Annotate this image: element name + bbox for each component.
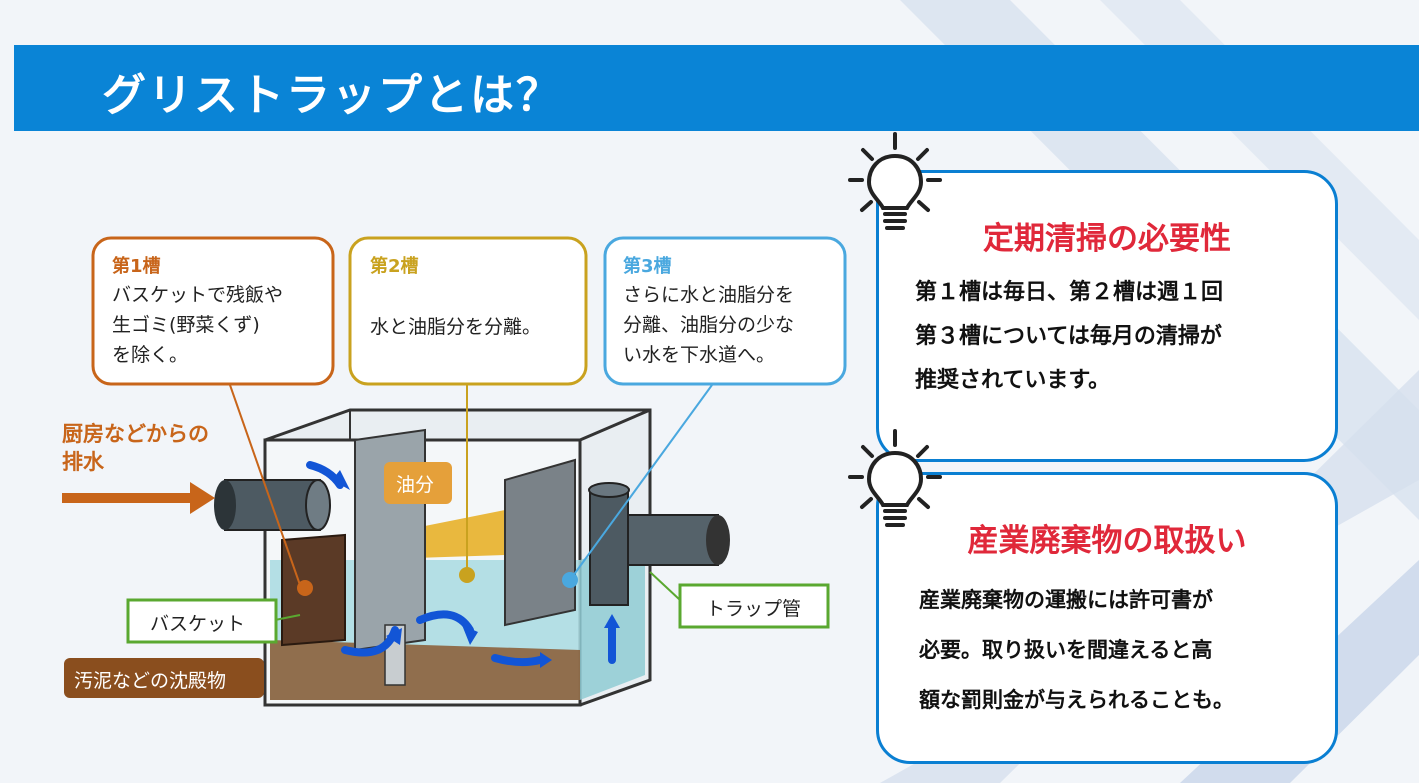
card-body: 産業廃棄物の運搬には許可書が 必要。取り扱いを間違えると高 額な罰則金が与えられ… <box>919 588 1234 712</box>
industrial-waste-card: 産業廃棄物の取扱い 産業廃棄物の運搬には許可書が 必要。取り扱いを間違えると高 … <box>876 472 1338 764</box>
tank1-heading: 第1槽 <box>112 256 161 277</box>
tank2-callout-box <box>348 236 588 386</box>
tank1-text: バスケットで残飯や 生ゴミ(野菜くず) を除く。 <box>112 284 284 366</box>
tank3-text: さらに水と油脂分を 分離、油脂分の少な い水を下水道へ。 <box>623 284 795 366</box>
card-body: 第１槽は毎日、第２槽は週１回 第３槽については毎月の清掃が 推奨されています。 <box>915 280 1224 393</box>
oil-label-box <box>384 462 452 504</box>
lightbulb-icon <box>848 132 942 230</box>
flow-arrowheads <box>332 470 620 668</box>
trap-label-box <box>678 583 830 629</box>
page-title: グリストラップとは？ <box>102 70 562 121</box>
regular-cleaning-card: 定期清掃の必要性 第１槽は毎日、第２槽は週１回 第３槽については毎月の清掃が 推… <box>876 170 1338 462</box>
oil-label: 油分 <box>396 474 435 496</box>
connector-dots <box>297 567 578 596</box>
tank1-callout-box <box>91 236 335 386</box>
lightbulb-icon <box>848 429 942 527</box>
tank3-heading: 第3槽 <box>623 256 672 277</box>
tank3-callout-box <box>603 236 847 386</box>
basket-label-box <box>126 598 278 644</box>
sludge-label: 汚泥などの沈殿物 <box>74 670 227 692</box>
tank2-heading: 第2槽 <box>370 256 419 277</box>
callout-connectors <box>229 384 713 621</box>
tank2-text: 水と油脂分を分離。 <box>370 316 542 338</box>
trap-pipe-label: トラップ管 <box>706 598 802 620</box>
card-title: 産業廃棄物の取扱い <box>967 523 1247 559</box>
grease-trap-diagram <box>62 236 847 707</box>
card-title: 定期清掃の必要性 <box>983 221 1231 257</box>
sludge-label-box <box>64 658 264 698</box>
basket-label: バスケット <box>150 613 246 635</box>
tank-body <box>214 408 730 707</box>
inflow-arrow <box>62 482 215 514</box>
title-banner: グリストラップとは？ <box>14 45 1419 131</box>
inflow-label: 厨房などからの 排水 <box>62 422 209 474</box>
